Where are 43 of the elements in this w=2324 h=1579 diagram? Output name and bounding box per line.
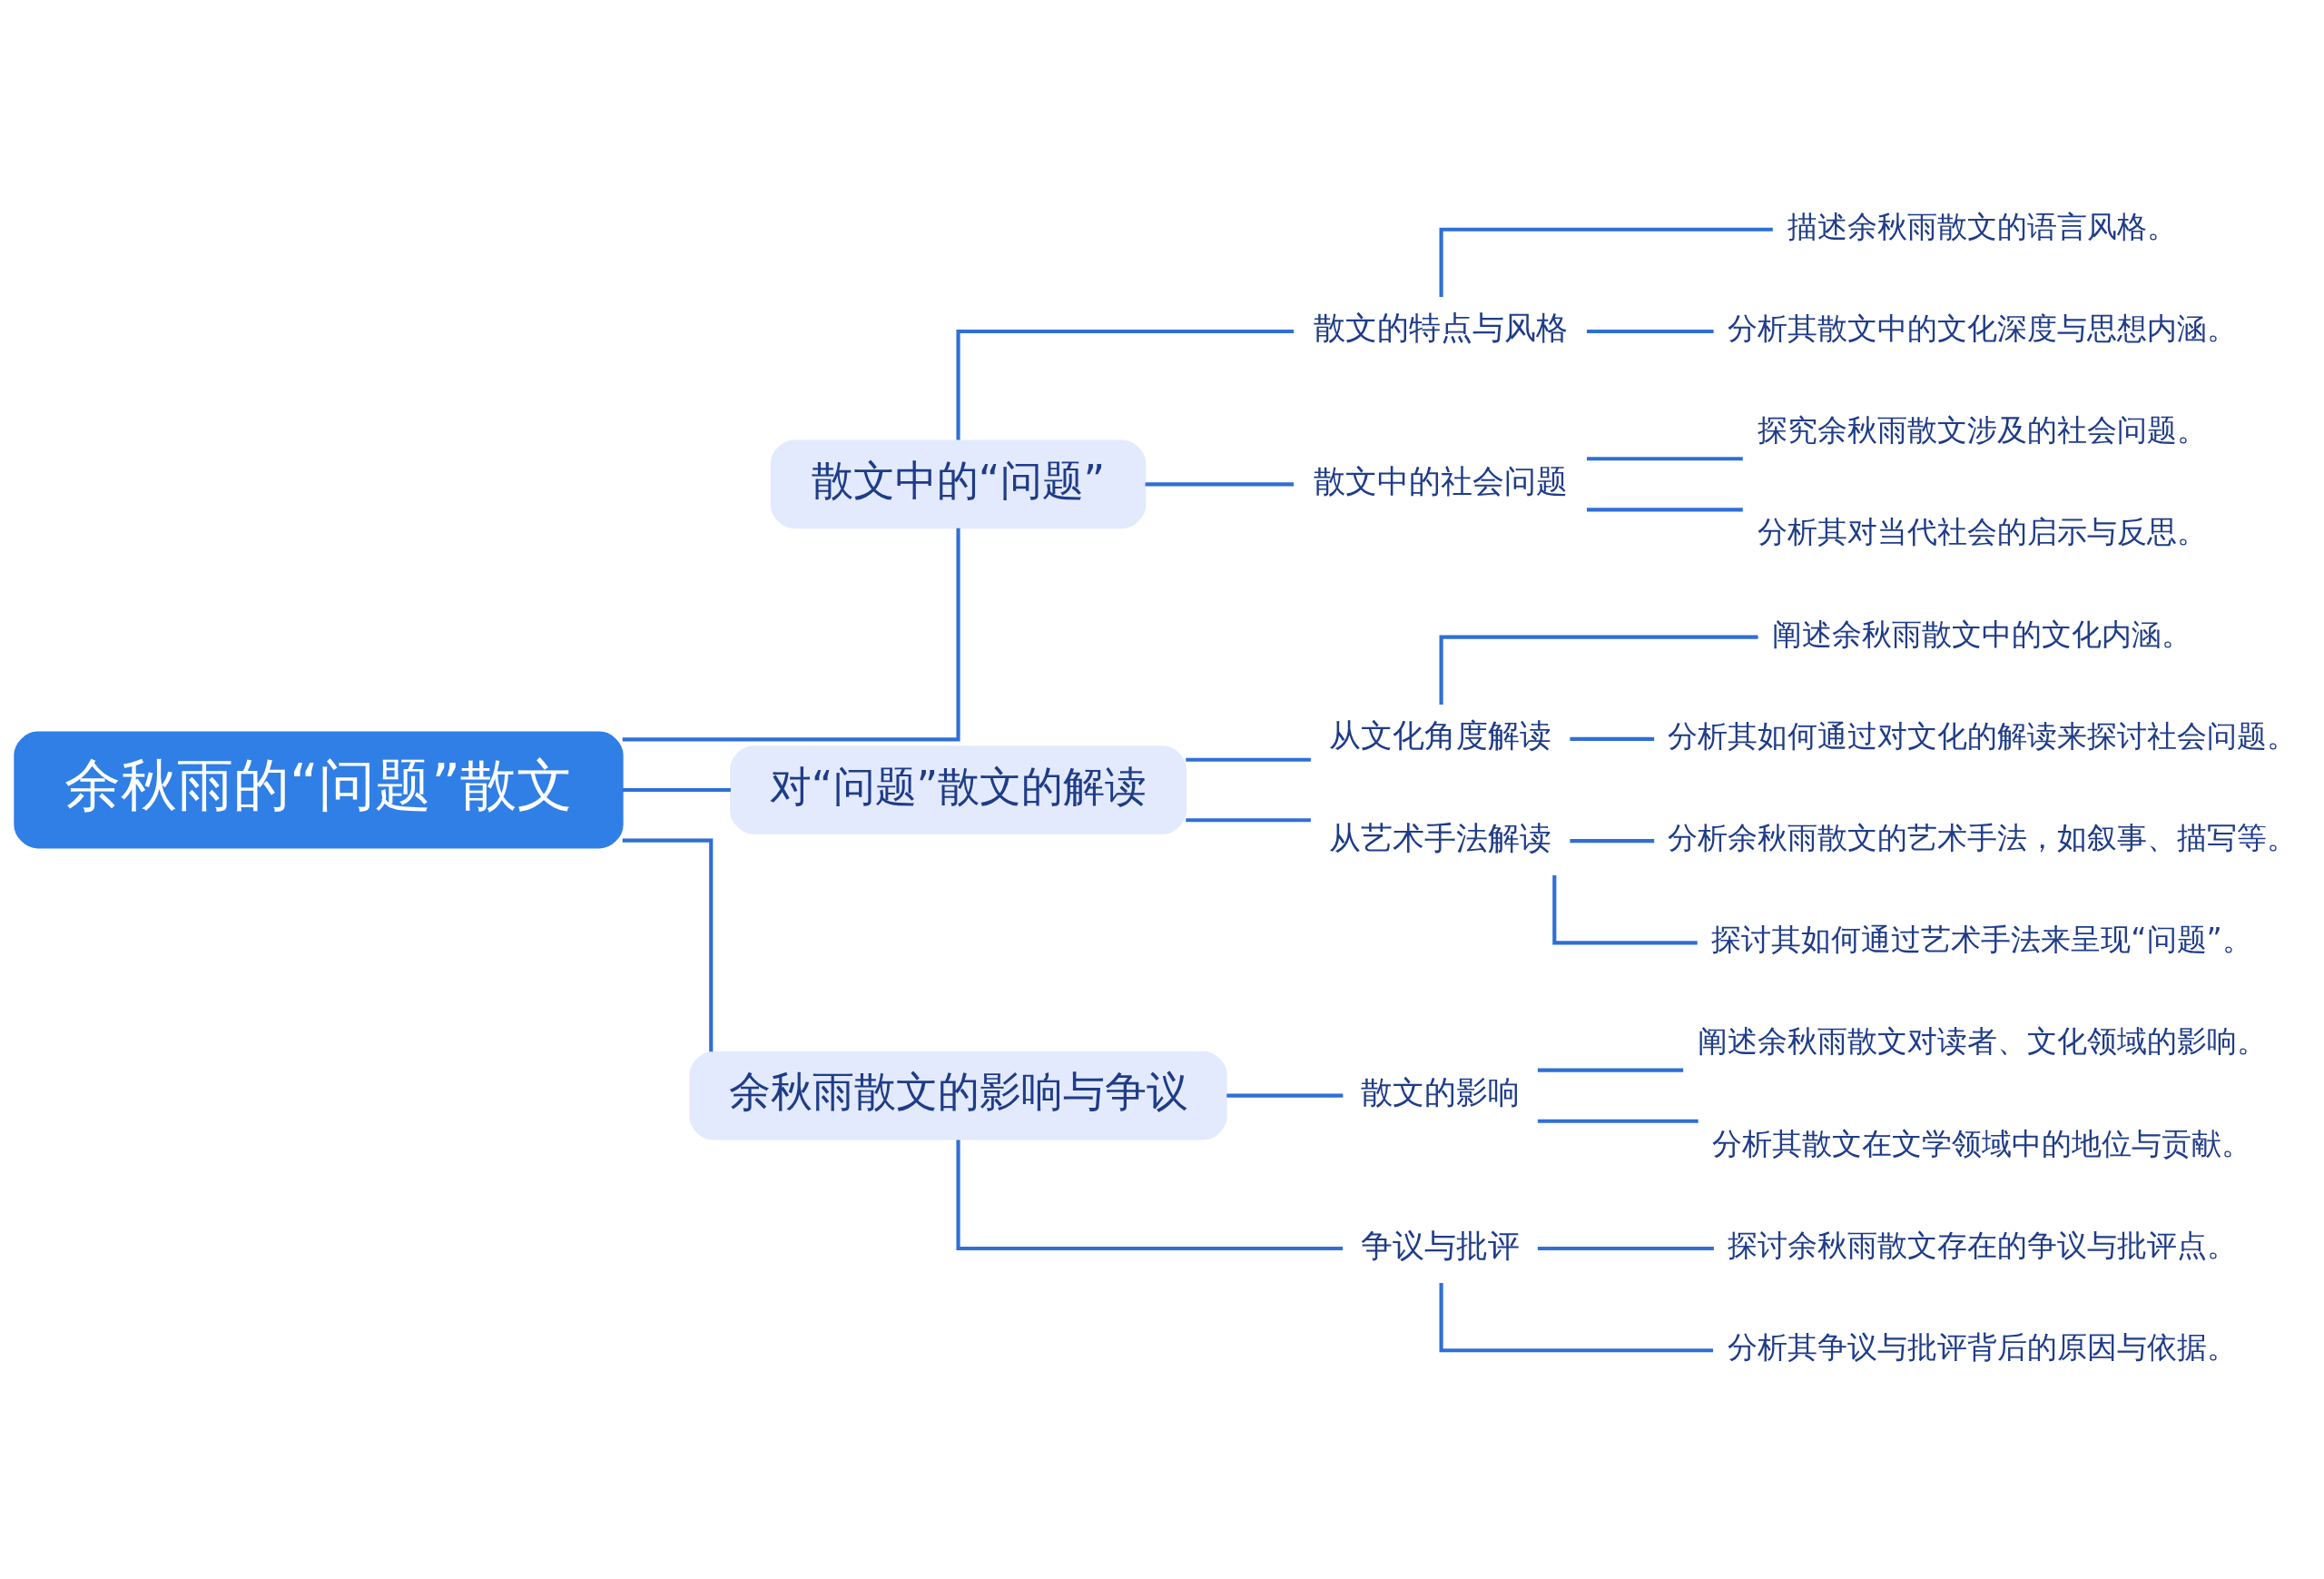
node-box: 散文中的“问题” — [770, 439, 1147, 528]
node-box: 余秋雨散文的影响与争议 — [689, 1051, 1227, 1140]
connector — [1186, 817, 1311, 822]
node-text: 争议与批评 — [1361, 1226, 1521, 1264]
connector — [1439, 1282, 1714, 1352]
node-text: 分析其如何通过对文化的解读来探讨社会问题。 — [1667, 717, 2297, 754]
node-text: 从文化角度解读 — [1329, 715, 1552, 754]
node-text: 探讨其如何通过艺术手法来呈现“问题”。 — [1711, 921, 2252, 957]
connector — [1587, 507, 1743, 511]
connector — [1226, 1093, 1344, 1098]
node-text: 探究余秋雨散文涉及的社会问题。 — [1757, 411, 2207, 448]
connector — [1186, 757, 1311, 762]
node-box: 余秋雨的“问题”散文 — [14, 731, 624, 848]
node-text: 分析其争议与批评背后的原因与依据。 — [1727, 1328, 2237, 1365]
connector — [1439, 227, 1773, 297]
connector — [956, 1139, 1344, 1250]
connector — [1537, 1119, 1699, 1123]
connector — [622, 838, 714, 1051]
connector — [1145, 481, 1295, 486]
connector — [1587, 329, 1714, 333]
connector — [1587, 456, 1743, 460]
connector — [1537, 1246, 1714, 1250]
node-text: 散文的影响 — [1361, 1072, 1521, 1110]
connector — [1439, 635, 1758, 705]
node-text: 从艺术手法解读 — [1329, 818, 1552, 856]
node-text: 散文的特点与风格 — [1313, 308, 1568, 346]
node-text: 阐述余秋雨散文中的文化内涵。 — [1772, 616, 2192, 652]
connector — [622, 787, 731, 792]
node-text: 分析其散文中的文化深度与思想内涵。 — [1727, 310, 2237, 346]
node-text: 分析其对当代社会的启示与反思。 — [1757, 513, 2207, 549]
connector — [1570, 838, 1655, 843]
connector — [1570, 736, 1655, 741]
connector — [1537, 1068, 1684, 1072]
node-text: 描述余秋雨散文的语言风格。 — [1787, 208, 2177, 244]
node-box: 对“问题”散文的解读 — [730, 745, 1187, 834]
connector — [956, 329, 1295, 440]
connector — [1552, 874, 1698, 944]
node-text: 分析余秋雨散文的艺术手法，如叙事、描写等。 — [1667, 819, 2297, 855]
node-text: 散文中的社会问题 — [1313, 461, 1568, 499]
node-text: 分析其散文在文学领域中的地位与贡献。 — [1712, 1125, 2252, 1161]
node-text: 探讨余秋雨散文存在的争议与批评点。 — [1727, 1227, 2237, 1263]
connector — [622, 528, 960, 741]
node-text: 阐述余秋雨散文对读者、文化领域的影响。 — [1697, 1022, 2267, 1059]
